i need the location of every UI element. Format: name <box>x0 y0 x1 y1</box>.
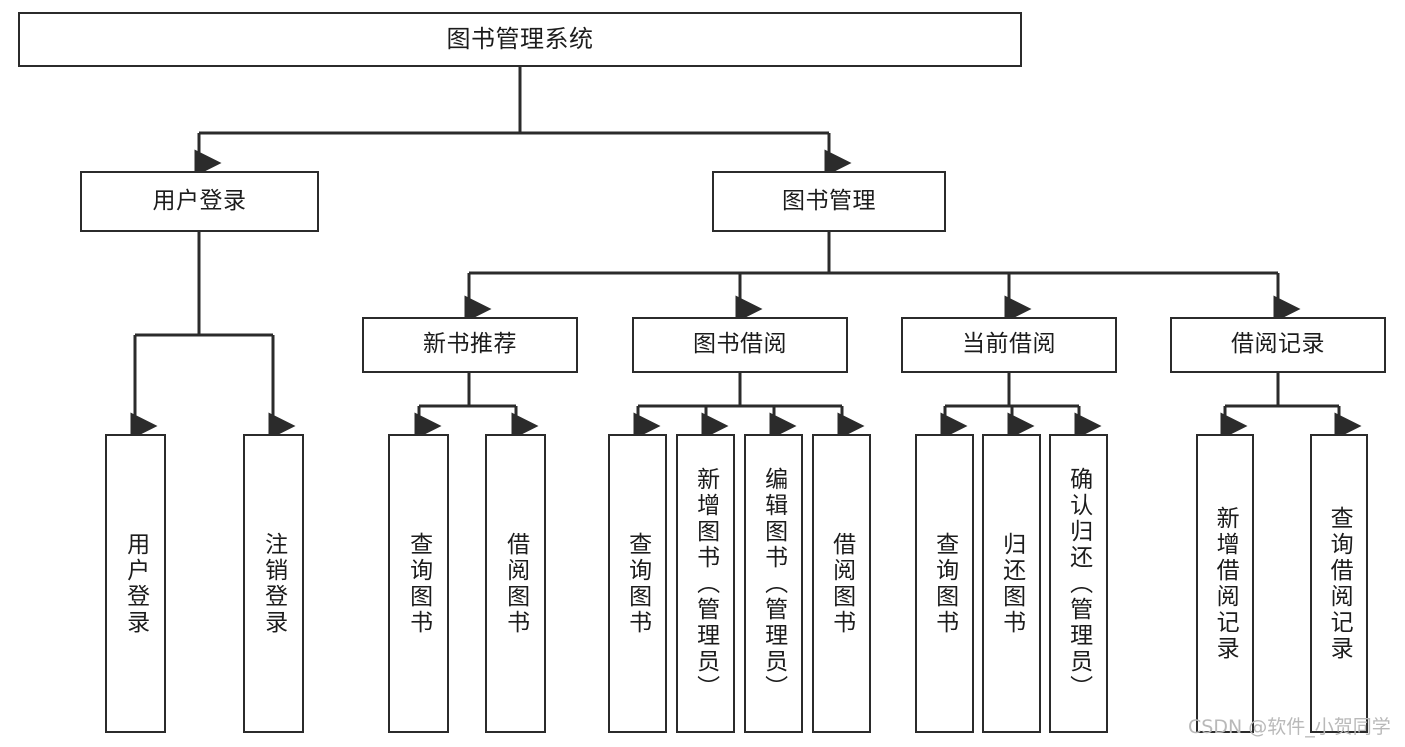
node-leaf-borrow-book-2[interactable]: 借阅图书 <box>812 434 871 733</box>
node-new-book-recommend-label: 新书推荐 <box>423 331 517 358</box>
node-leaf-user-login-label: 用户登录 <box>122 531 149 636</box>
node-leaf-add-record-label: 新增借阅记录 <box>1212 505 1239 662</box>
node-leaf-query-record-label: 查询借阅记录 <box>1326 505 1353 662</box>
node-leaf-query-book-2-label: 查询图书 <box>624 531 651 636</box>
node-leaf-edit-book-label: 编辑图书（管理员） <box>760 466 787 701</box>
node-leaf-add-book-label: 新增图书（管理员） <box>692 466 719 701</box>
node-leaf-user-logout-label: 注销登录 <box>260 531 287 636</box>
node-leaf-borrow-book-1[interactable]: 借阅图书 <box>485 434 546 733</box>
node-leaf-edit-book[interactable]: 编辑图书（管理员） <box>744 434 803 733</box>
node-leaf-borrow-book-2-label: 借阅图书 <box>828 531 855 636</box>
node-leaf-user-logout[interactable]: 注销登录 <box>243 434 304 733</box>
node-leaf-query-book-1[interactable]: 查询图书 <box>388 434 449 733</box>
node-borrow-record-label: 借阅记录 <box>1231 331 1325 358</box>
node-leaf-confirm-return[interactable]: 确认归还（管理员） <box>1049 434 1108 733</box>
node-leaf-query-record[interactable]: 查询借阅记录 <box>1310 434 1368 733</box>
node-book-borrow[interactable]: 图书借阅 <box>632 317 848 373</box>
node-book-manage[interactable]: 图书管理 <box>712 171 946 232</box>
node-current-borrow-label: 当前借阅 <box>962 331 1056 358</box>
node-new-book-recommend[interactable]: 新书推荐 <box>362 317 578 373</box>
node-leaf-query-book-3-label: 查询图书 <box>931 531 958 636</box>
watermark: CSDN @软件_小贺同学 <box>1188 716 1391 738</box>
node-leaf-add-record[interactable]: 新增借阅记录 <box>1196 434 1254 733</box>
node-leaf-borrow-book-1-label: 借阅图书 <box>502 531 529 636</box>
node-leaf-return-book[interactable]: 归还图书 <box>982 434 1041 733</box>
node-leaf-add-book[interactable]: 新增图书（管理员） <box>676 434 735 733</box>
node-book-borrow-label: 图书借阅 <box>693 331 787 358</box>
node-user-login-label: 用户登录 <box>152 187 247 214</box>
node-leaf-return-book-label: 归还图书 <box>998 531 1025 636</box>
node-leaf-query-book-3[interactable]: 查询图书 <box>915 434 974 733</box>
node-current-borrow[interactable]: 当前借阅 <box>901 317 1117 373</box>
node-user-login[interactable]: 用户登录 <box>80 171 319 232</box>
node-root-label: 图书管理系统 <box>446 25 594 54</box>
node-book-manage-label: 图书管理 <box>782 187 876 214</box>
node-root[interactable]: 图书管理系统 <box>18 12 1022 67</box>
node-leaf-user-login[interactable]: 用户登录 <box>105 434 166 733</box>
node-leaf-confirm-return-label: 确认归还（管理员） <box>1065 466 1092 701</box>
node-borrow-record[interactable]: 借阅记录 <box>1170 317 1386 373</box>
node-leaf-query-book-2[interactable]: 查询图书 <box>608 434 667 733</box>
node-leaf-query-book-1-label: 查询图书 <box>405 531 432 636</box>
